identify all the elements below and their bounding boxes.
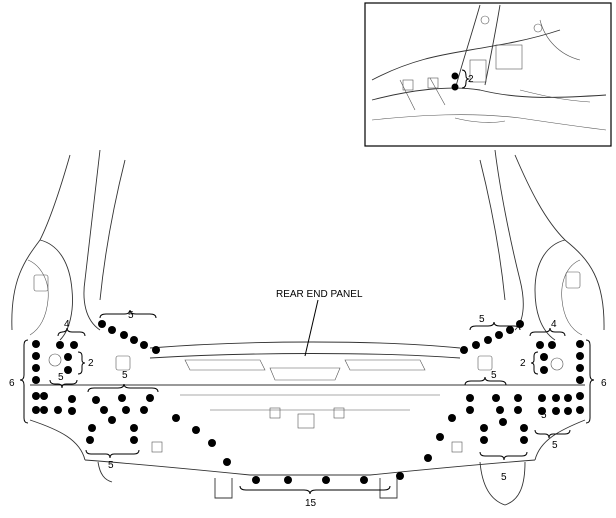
right-outer-count: 6 bbox=[601, 378, 607, 389]
right-bottom-count: 5 bbox=[541, 410, 547, 421]
inset-callout-label: 2 bbox=[468, 74, 474, 85]
right-upper-count: 4 bbox=[551, 319, 557, 330]
callout-labels: REAR END PANEL 6 4 5 2 5 5 5 5 4 2 5 6 5… bbox=[9, 289, 607, 509]
left-lower-count: 5 bbox=[108, 460, 114, 471]
bottom-center-count: 15 bbox=[305, 498, 317, 509]
spot-weld-dots bbox=[32, 320, 584, 484]
left-top-group-count: 5 bbox=[128, 310, 134, 321]
right-mid-b-count: 5 bbox=[491, 370, 497, 381]
left-center-count: 5 bbox=[122, 370, 128, 381]
right-lower-count: 5 bbox=[501, 472, 507, 483]
left-mid-b-count: 5 bbox=[58, 372, 64, 383]
left-mid-a-count: 2 bbox=[88, 358, 94, 369]
left-outer-count: 6 bbox=[9, 378, 15, 389]
rear-end-panel-label: REAR END PANEL bbox=[276, 289, 363, 300]
right-center-count: 5 bbox=[552, 440, 558, 451]
right-mid-a-count: 2 bbox=[520, 358, 526, 369]
right-top-group-count: 5 bbox=[479, 314, 485, 325]
inset-detail: 2 bbox=[364, 2, 612, 147]
left-upper-count: 4 bbox=[64, 319, 70, 330]
callout-brackets bbox=[19, 299, 595, 495]
body-outline bbox=[11, 149, 605, 506]
